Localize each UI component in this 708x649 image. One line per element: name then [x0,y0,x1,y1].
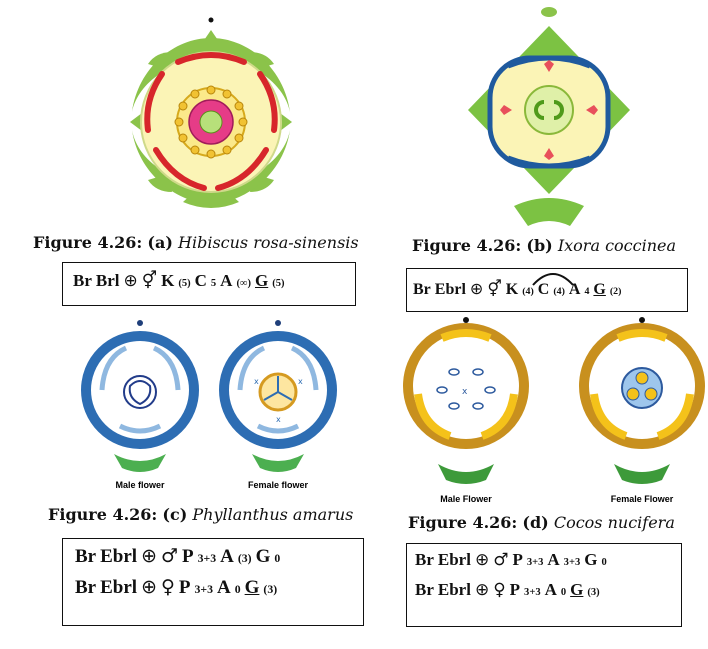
stamens [500,60,598,160]
ovary [524,85,574,135]
actinomorphic-icon: ⊕ [474,550,490,570]
actinomorphic-icon: ⊕ [474,580,490,600]
phyllanthus-male-diagram: Male flower [81,320,199,490]
actinomorphic-icon: ⊕ [141,545,157,567]
mother-axis [541,7,557,17]
calyx [132,38,290,204]
female-icon: ♀ [160,576,175,598]
ovary-center [199,110,223,134]
corolla-lobes [507,55,591,169]
male-icon: ♂ [493,550,509,570]
svg-text:Female flower: Female flower [248,480,309,490]
anthers [174,85,248,159]
actinomorphic-icon: ⊕ [141,576,157,598]
actinomorphic-icon: ⊕ [123,271,138,291]
caption-d: Figure 4.26: (d) Cocos nucifera [408,513,675,532]
bisexual-icon: ⚥ [141,271,158,291]
cocos-male-diagram: x Male Flower [403,317,529,504]
caption-c: Figure 4.26: (c) Phyllanthus amarus [48,505,354,524]
svg-text:x: x [254,377,259,386]
actinomorphic-icon: ⊕ [469,279,484,298]
phyllanthus-floral-diagrams: Male flower x x x Female flower [81,320,337,490]
hibiscus-floral-diagram [130,17,292,208]
cocos-floral-diagrams: x Male Flower Female Flower [403,317,705,504]
caption-a: Figure 4.26: (a) Hibiscus rosa-sinensis [33,233,359,252]
bisexual-icon: ⚥ [487,279,502,298]
svg-text:x: x [276,415,281,424]
locules [534,100,564,120]
svg-text:x: x [462,387,468,397]
cocos-female-diagram: Female Flower [579,317,705,504]
ixora-floral-diagram [468,7,630,226]
mother-axis-dot [208,17,214,23]
male-icon: ♂ [160,545,179,567]
svg-text:Female Flower: Female Flower [611,494,674,504]
epipetalous-arc-icon [532,273,574,286]
corolla-petals [144,52,278,191]
svg-text:x: x [298,377,303,386]
female-icon: ♀ [493,580,506,600]
phyllanthus-female-diagram: x x x Female flower [219,320,337,490]
svg-text:Male Flower: Male Flower [440,494,492,504]
caption-b: Figure 4.26: (b) Ixora coccinea [412,236,677,255]
svg-text:Male flower: Male flower [115,480,165,490]
bract [514,198,584,226]
